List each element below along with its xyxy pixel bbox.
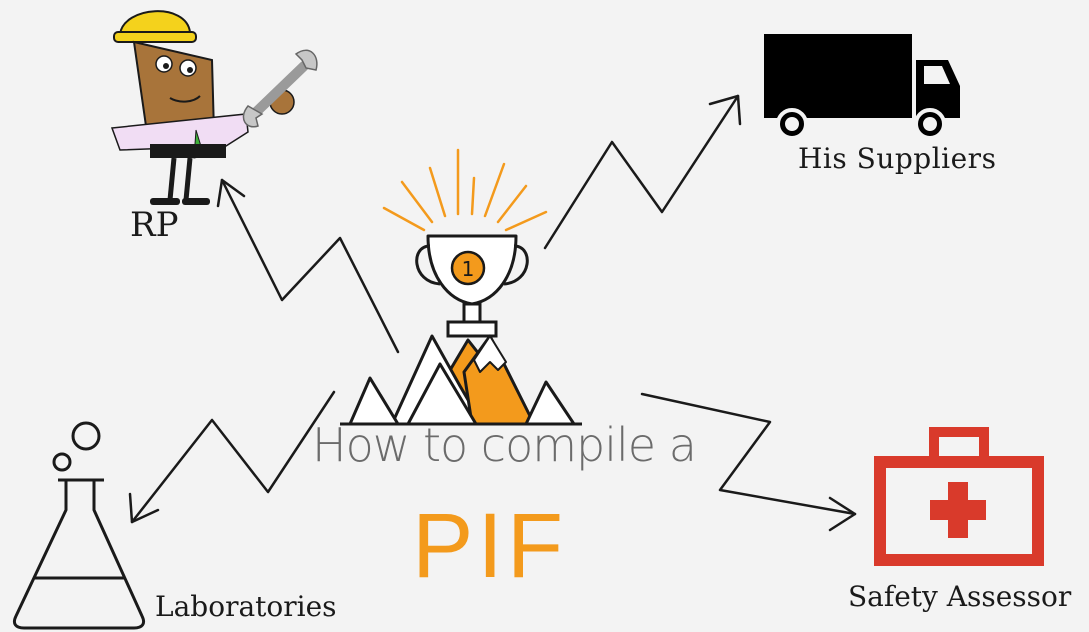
trophy-icon: 1 xyxy=(382,148,548,338)
arrow-to-laboratories xyxy=(128,390,336,524)
truck-icon xyxy=(764,34,960,140)
trophy-rank: 1 xyxy=(462,257,475,281)
mountains-icon xyxy=(340,334,582,426)
node-label-safety-assessor: Safety Assessor xyxy=(848,580,1072,613)
first-aid-kit-icon xyxy=(874,427,1044,566)
node-label-laboratories: Laboratories xyxy=(155,590,337,623)
diagram-headline: PIF xyxy=(412,495,568,597)
arrow-to-rp xyxy=(216,178,400,354)
arrow-to-safety-assessor xyxy=(640,392,857,532)
diagram-subtitle: How to compile a xyxy=(312,418,697,472)
node-label-rp: RP xyxy=(130,205,179,245)
arrow-to-suppliers xyxy=(543,94,742,250)
node-label-suppliers: His Suppliers xyxy=(798,142,997,175)
flask-icon xyxy=(12,421,146,630)
engineer-icon xyxy=(110,10,318,205)
